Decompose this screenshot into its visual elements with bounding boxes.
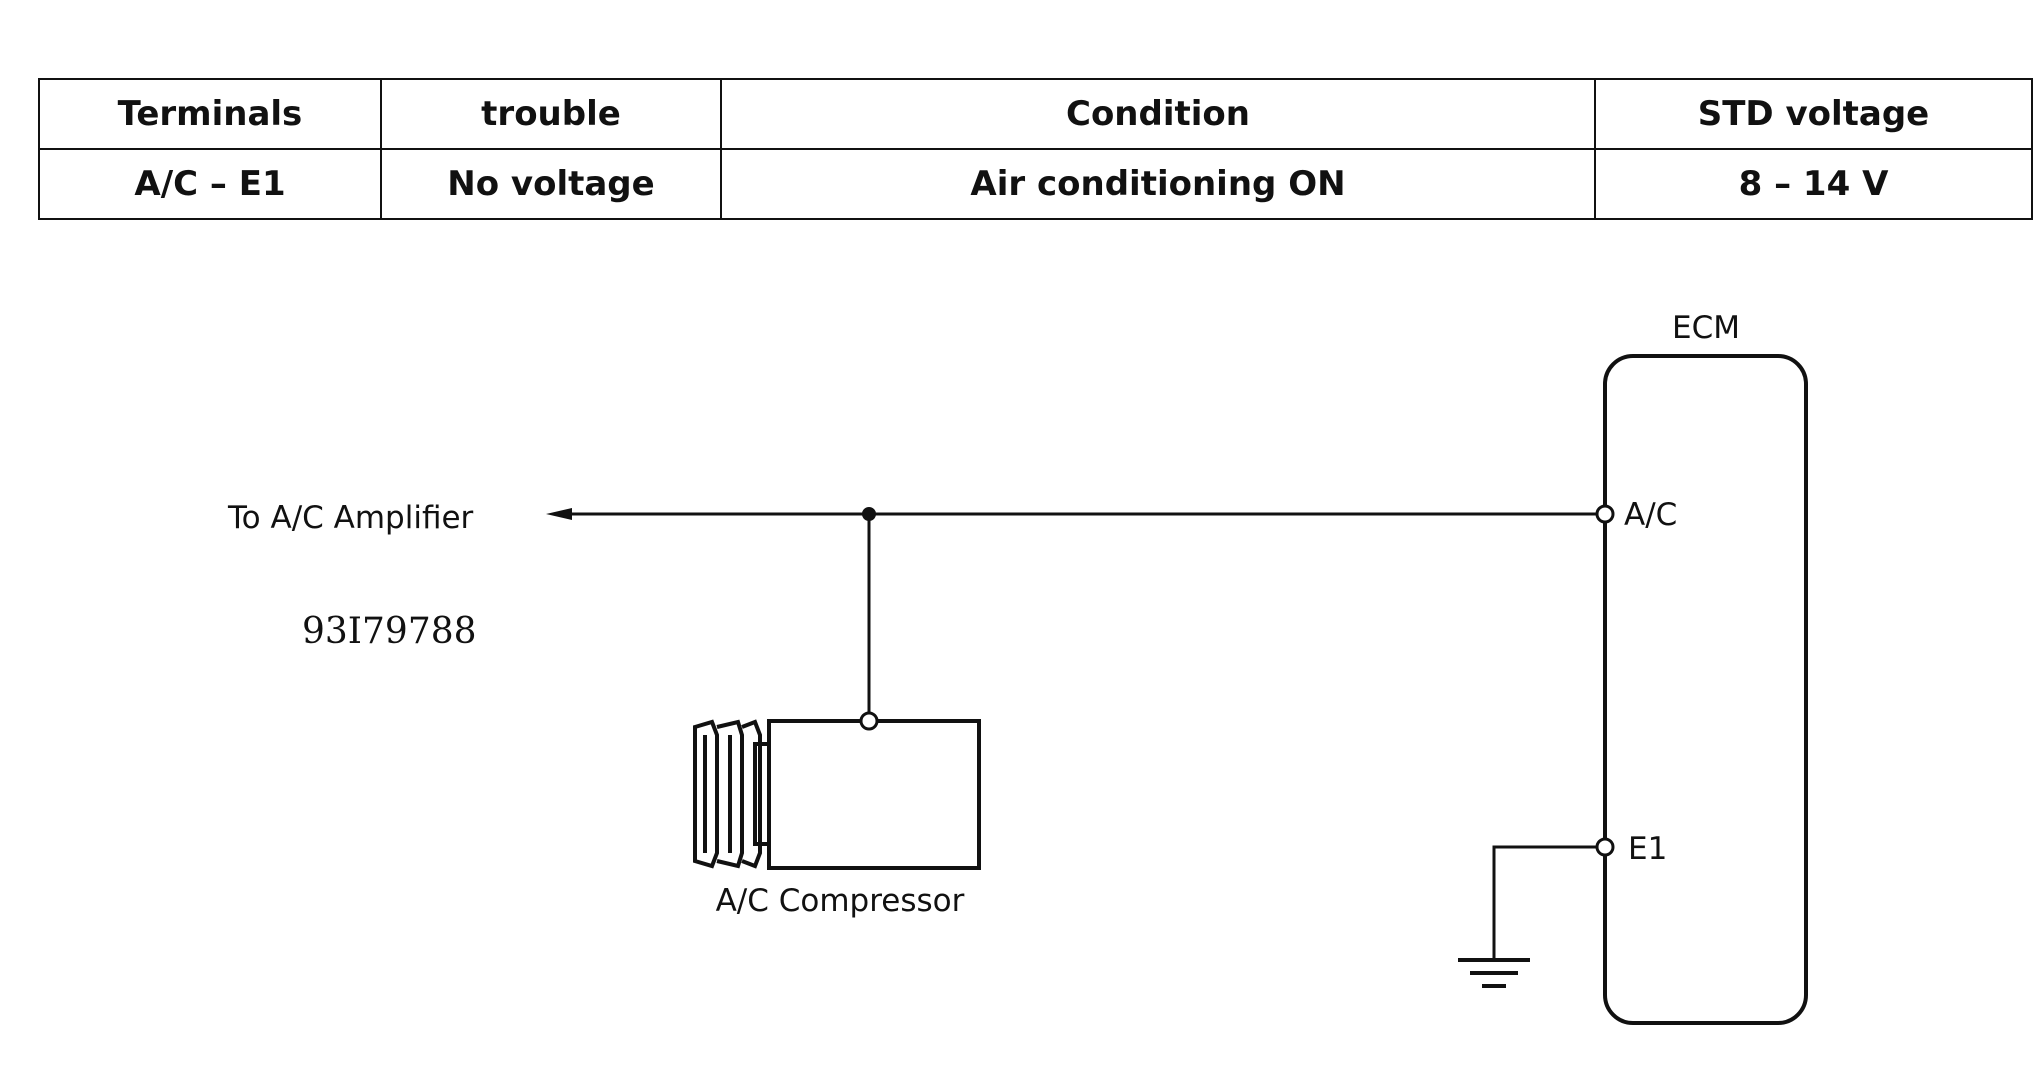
header-condition: Condition [720, 78, 1596, 150]
ground-icon [1458, 958, 1530, 988]
compressor-icon [693, 719, 981, 870]
e1-terminal-icon [1595, 837, 1615, 857]
header-std-voltage: STD voltage [1594, 78, 2033, 150]
ecm-label: ECM [1672, 310, 1740, 346]
ground-wire [1492, 845, 1597, 960]
header-trouble: trouble [380, 78, 722, 150]
ac-terminal-label: A/C [1624, 497, 1677, 533]
header-terminals: Terminals [38, 78, 382, 150]
e1-terminal-label: E1 [1628, 831, 1667, 867]
cell-trouble: No voltage [380, 148, 722, 220]
table-row: A/C – E1 No voltage Air conditioning ON … [38, 148, 2033, 220]
reference-code: 93I79788 [302, 611, 477, 652]
cell-std-voltage: 8 – 14 V [1594, 148, 2033, 220]
compressor-terminal-icon [859, 711, 879, 731]
voltage-spec-table: Terminals trouble Condition STD voltage … [38, 78, 2033, 220]
compressor-label: A/C Compressor [716, 883, 965, 919]
amplifier-label: To A/C Amplifier [227, 500, 474, 536]
ecm-box [1603, 354, 1808, 1025]
arrow-left-icon [546, 508, 572, 520]
cell-condition: Air conditioning ON [720, 148, 1596, 220]
cell-terminals: A/C – E1 [38, 148, 382, 220]
table-header-row: Terminals trouble Condition STD voltage [38, 78, 2033, 150]
ac-terminal-icon [1595, 504, 1615, 524]
